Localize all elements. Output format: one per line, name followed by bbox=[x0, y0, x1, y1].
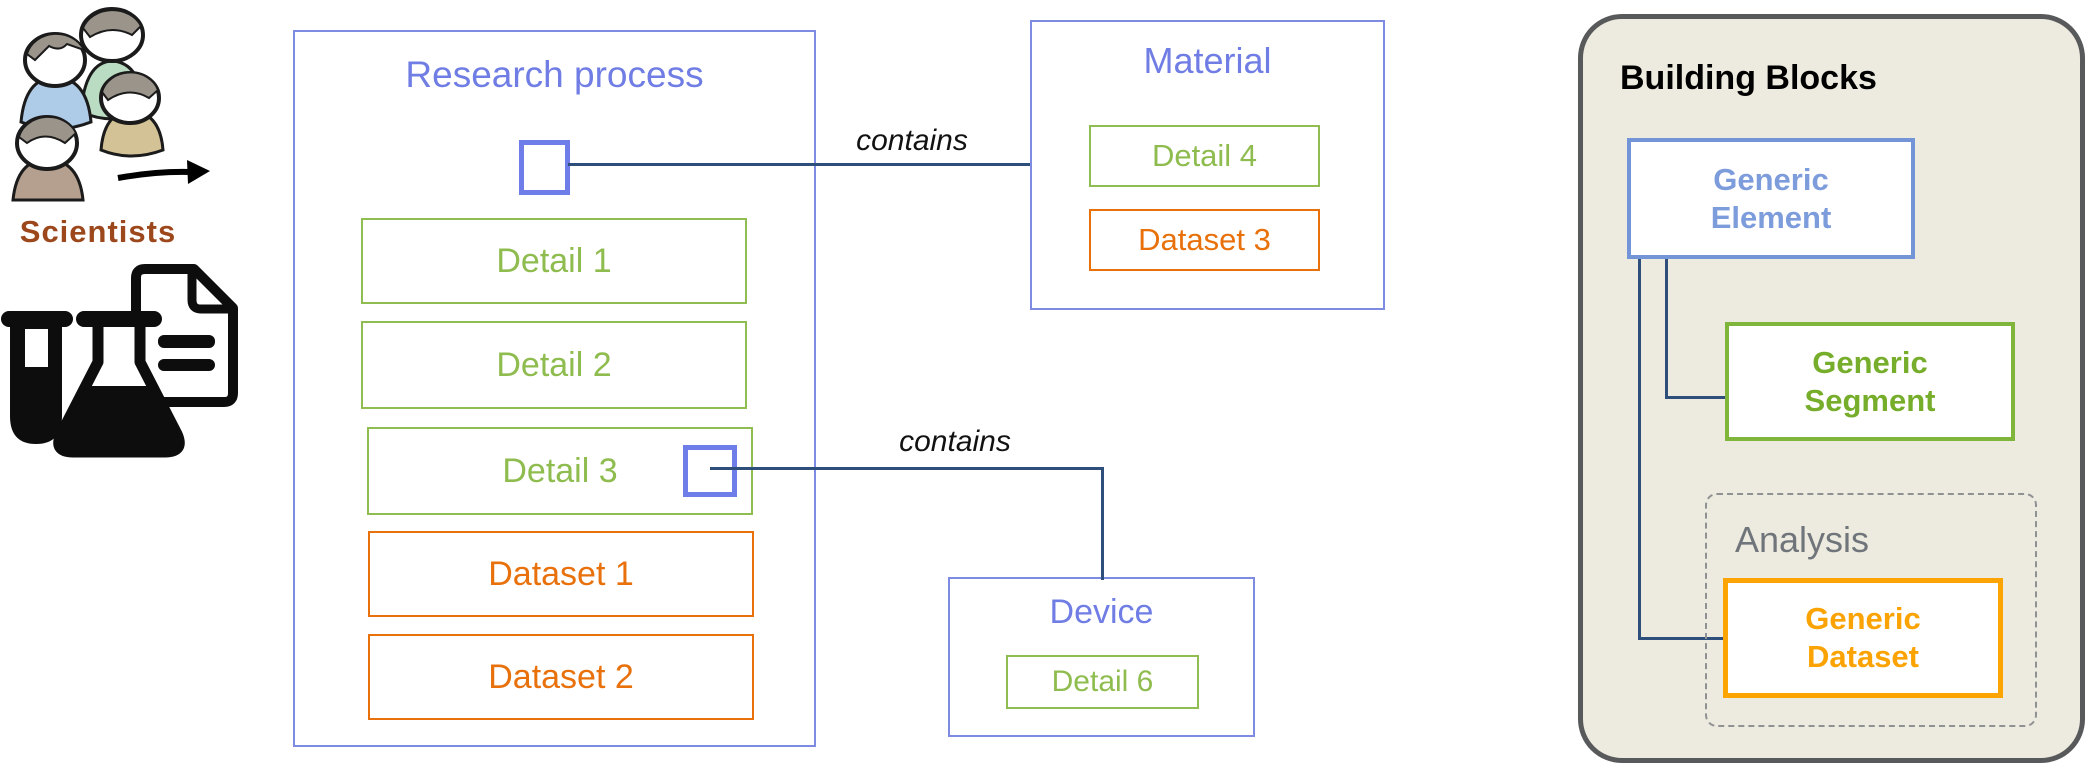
analysis-group-box: Analysis bbox=[1705, 493, 2037, 727]
flask-icon bbox=[53, 311, 185, 458]
generic-dataset-box: Generic Dataset bbox=[1723, 578, 2003, 698]
scientist-icon bbox=[11, 115, 85, 202]
research-process-box: Research process Detail 1 Detail 2 Detai… bbox=[293, 30, 816, 747]
dataset-2-label: Dataset 2 bbox=[488, 657, 634, 696]
contains-label-1: contains bbox=[856, 124, 968, 157]
dataset-1-label: Dataset 1 bbox=[488, 554, 634, 593]
material-title: Material bbox=[1143, 40, 1272, 81]
detail-2-label: Detail 2 bbox=[496, 345, 612, 384]
contains-2-connector-horizontal bbox=[710, 467, 1104, 470]
detail-4-box: Detail 4 bbox=[1089, 125, 1320, 187]
generic-segment-box: Generic Segment bbox=[1725, 322, 2015, 441]
research-process-title: Research process bbox=[405, 54, 704, 95]
contains-2-connector-vertical bbox=[1101, 467, 1104, 580]
detail-3-label: Detail 3 bbox=[502, 451, 618, 490]
element-dataset-connector-horizontal bbox=[1638, 637, 1723, 640]
lab-equipment-icon bbox=[1, 264, 238, 458]
detail-6-box: Detail 6 bbox=[1006, 655, 1199, 709]
generic-dataset-label: Generic Dataset bbox=[1805, 601, 1921, 674]
contains-1-connector bbox=[568, 163, 1030, 166]
scientists-illustration bbox=[11, 7, 210, 202]
test-tube-icon bbox=[1, 311, 73, 444]
dataset-2-box: Dataset 2 bbox=[368, 634, 754, 720]
dataset-3-label: Dataset 3 bbox=[1138, 222, 1271, 257]
dataset-3-box: Dataset 3 bbox=[1089, 209, 1320, 271]
building-blocks-panel: Building Blocks Generic Element Generic … bbox=[1578, 14, 2085, 763]
detail-6-label: Detail 6 bbox=[1051, 665, 1154, 698]
generic-element-label: Generic Element bbox=[1710, 161, 1832, 235]
device-box: Device Detail 6 bbox=[948, 577, 1255, 737]
scientists-label: Scientists bbox=[19, 214, 177, 249]
anchor-square-top bbox=[519, 140, 570, 195]
material-box: Material Detail 4 Dataset 3 bbox=[1030, 20, 1385, 310]
detail-1-box: Detail 1 bbox=[361, 218, 747, 304]
scientist-icon bbox=[19, 32, 93, 131]
element-segment-connector-horizontal bbox=[1665, 396, 1725, 399]
contains-label-2: contains bbox=[899, 425, 1011, 458]
building-blocks-title: Building Blocks bbox=[1620, 59, 1877, 97]
element-dataset-connector-vertical bbox=[1638, 259, 1641, 640]
device-title: Device bbox=[1049, 593, 1154, 631]
arrow-icon bbox=[117, 160, 210, 184]
scientist-icon bbox=[99, 71, 165, 158]
generic-element-box: Generic Element bbox=[1627, 138, 1915, 259]
analysis-label: Analysis bbox=[1735, 519, 1870, 560]
dataset-1-box: Dataset 1 bbox=[368, 531, 754, 617]
anchor-square-detail3 bbox=[683, 445, 737, 497]
detail-1-label: Detail 1 bbox=[496, 241, 612, 280]
generic-segment-label: Generic Segment bbox=[1804, 344, 1936, 418]
detail-2-box: Detail 2 bbox=[361, 321, 747, 409]
detail-4-label: Detail 4 bbox=[1151, 138, 1258, 173]
element-segment-connector-vertical bbox=[1665, 259, 1668, 399]
